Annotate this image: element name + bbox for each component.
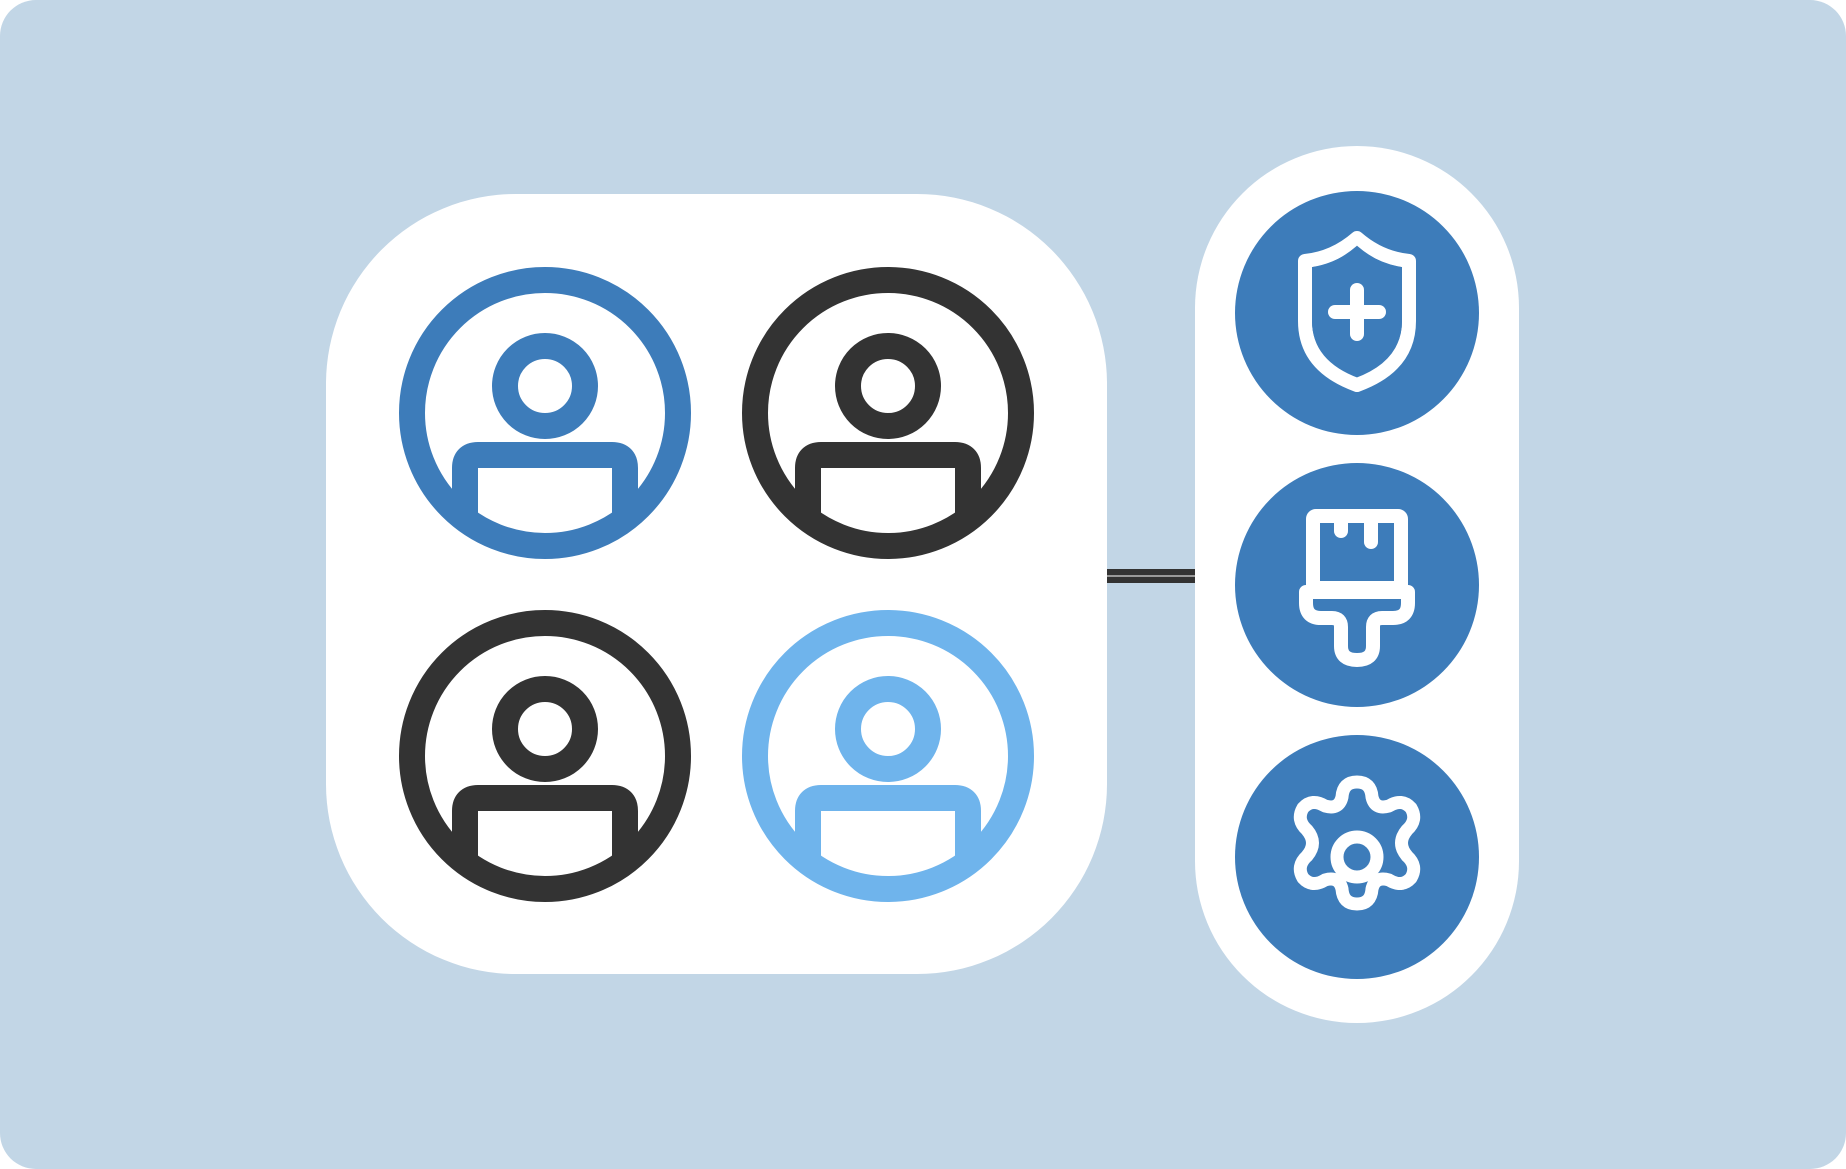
paint-brush-service [1235, 463, 1479, 707]
health-shield-icon [1298, 231, 1416, 392]
settings-gear-icon [1293, 775, 1421, 911]
user-avatar-icon-1 [412, 280, 678, 546]
user-avatar-icon-2 [755, 280, 1021, 546]
user-avatar-icon-4 [755, 623, 1021, 889]
settings-gear-service [1235, 735, 1479, 979]
user-avatar-icon-3 [412, 623, 678, 889]
paint-brush-icon [1299, 509, 1415, 667]
health-shield-service [1235, 191, 1479, 435]
